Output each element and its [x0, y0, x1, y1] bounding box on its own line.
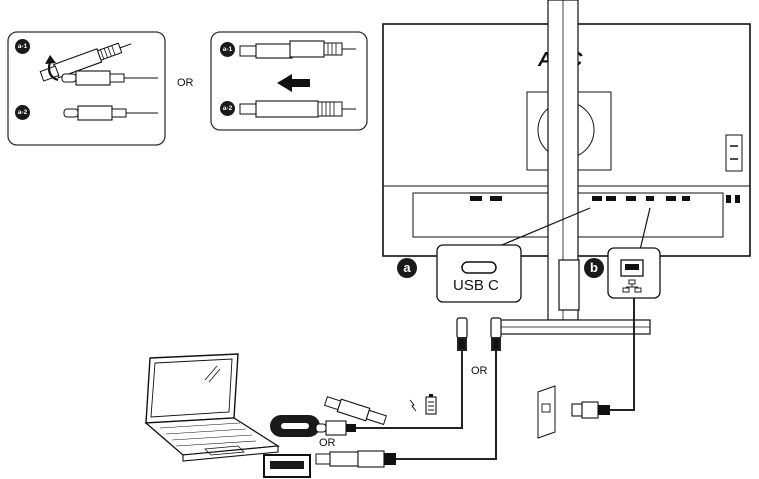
network-icon — [622, 279, 642, 293]
usb-a-plug-icon — [315, 450, 396, 468]
step-badge-left-2: a-2 — [15, 105, 30, 120]
ethernet-callout — [607, 247, 661, 299]
usb-c-label: USB C — [453, 277, 499, 294]
curved-arrow-icon — [47, 61, 59, 82]
usb-c-plug-icon — [61, 70, 158, 86]
ethernet-plug-icon — [571, 401, 610, 419]
laptop-icon — [144, 353, 280, 462]
cables — [330, 298, 635, 460]
usb-c-port-icon — [461, 261, 497, 274]
monitor-stand — [494, 0, 651, 335]
usb-c-callout — [436, 244, 522, 303]
step-badge-left-1: a-1 — [15, 39, 30, 54]
usb-a-plug-icon — [239, 40, 356, 59]
or-label-ports: OR — [319, 437, 336, 449]
step-panel-left — [7, 31, 166, 146]
battery-charge-icon — [409, 394, 437, 415]
or-label-cable: OR — [471, 365, 488, 377]
badge-a: a — [397, 258, 417, 278]
usb-a-plug-tilted-icon — [323, 396, 387, 426]
wall-jack-icon — [537, 385, 556, 439]
callout-lines — [489, 207, 651, 251]
badge-b: b — [584, 258, 604, 278]
usb-c-plug-icon — [315, 420, 356, 436]
usb-a-plug-icon — [239, 100, 356, 118]
arrow-left-icon — [277, 74, 310, 92]
step-panel-right — [210, 31, 368, 131]
step-badge-right-1: a-1 — [220, 42, 235, 57]
usb-c-plug-icon — [63, 105, 158, 121]
or-label-panels: OR — [177, 77, 194, 89]
step-badge-right-2: a-2 — [220, 101, 235, 116]
